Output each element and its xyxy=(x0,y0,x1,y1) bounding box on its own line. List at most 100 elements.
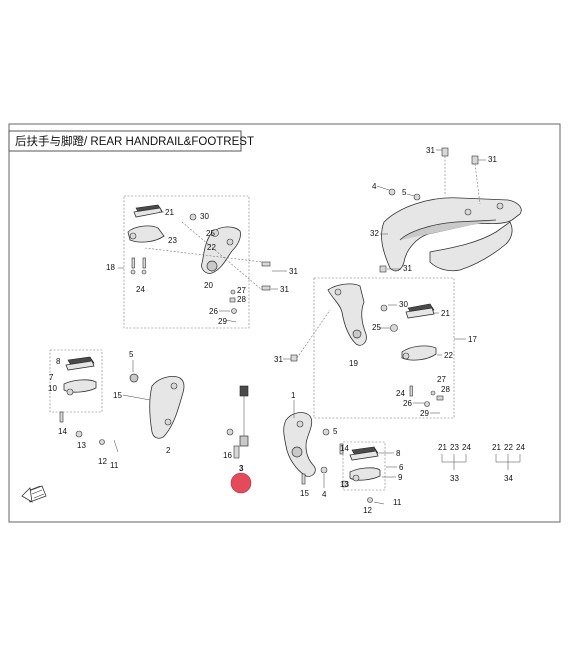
callout-1: 1 xyxy=(291,391,296,400)
callout-21-right: 21 xyxy=(441,309,450,318)
mount-line-right xyxy=(296,309,331,359)
footrest-arm-23 xyxy=(127,225,165,243)
mount-line-left-2 xyxy=(181,221,263,291)
bolt-31-top-2 xyxy=(471,155,479,165)
nut-4-center xyxy=(320,466,328,474)
callout-4-center: 4 xyxy=(322,490,327,499)
footrest-bracket-1 xyxy=(283,412,316,477)
bushing-30-right xyxy=(380,304,388,312)
callout-17: 17 xyxy=(468,335,477,344)
callout-31-e: 31 xyxy=(403,264,412,273)
callout-31-d: 31 xyxy=(488,155,497,164)
callout-14-left: 14 xyxy=(58,427,67,436)
callout-2: 2 xyxy=(166,446,171,455)
callout-31-a: 31 xyxy=(289,267,298,276)
bolt-5-left xyxy=(129,373,139,383)
callout-25: 25 xyxy=(206,229,215,238)
footrest-pad-21 xyxy=(133,204,163,218)
callout-8-left: 8 xyxy=(56,357,61,366)
kit-33-number: 33 xyxy=(450,474,459,483)
callout-32: 32 xyxy=(370,229,379,238)
callout-28: 28 xyxy=(237,295,246,304)
bolt-31-left xyxy=(261,261,271,291)
callout-12-left: 12 xyxy=(98,457,107,466)
footrest-arm-7-left xyxy=(63,379,97,396)
callout-24-right: 24 xyxy=(396,389,405,398)
kit-34-item-3: 24 xyxy=(516,443,525,452)
small-parts-right xyxy=(409,385,444,407)
footrest-bracket-19 xyxy=(327,283,367,346)
kit-34: 21 22 24 34 xyxy=(492,443,525,483)
group-box-right xyxy=(313,277,455,419)
callout-27-right: 27 xyxy=(437,375,446,384)
nut-5-center xyxy=(322,428,330,436)
callout-3: 3 xyxy=(239,464,244,473)
group-box-bottom-right xyxy=(342,441,386,491)
mount-line-top-2 xyxy=(474,163,481,205)
kit-34-item-1: 21 xyxy=(492,443,501,452)
callout-14-right: 14 xyxy=(340,444,349,453)
callout-13-right: 13 xyxy=(340,480,349,489)
diagram-frame xyxy=(8,123,561,523)
group-box-left xyxy=(123,195,250,329)
callout-7: 7 xyxy=(49,373,54,382)
callout-18: 18 xyxy=(106,263,115,272)
clip-29 xyxy=(225,319,237,323)
pin-27 xyxy=(230,289,236,295)
callout-5-top: 5 xyxy=(402,188,407,197)
kit-34-number: 34 xyxy=(504,474,513,483)
callout-11-left: 11 xyxy=(110,461,119,470)
callout-20: 20 xyxy=(204,281,213,290)
callout-8-right: 8 xyxy=(396,449,401,458)
callout-23: 23 xyxy=(168,236,177,245)
bolt-31-right xyxy=(290,354,298,362)
callout-10: 10 xyxy=(48,384,57,393)
kit-33-item-3: 24 xyxy=(462,443,471,452)
washer-25 xyxy=(211,229,219,237)
highlight-marker-part-3[interactable] xyxy=(230,472,252,494)
callout-31-b: 31 xyxy=(280,285,289,294)
callout-30-right: 30 xyxy=(399,300,408,309)
footrest-pad-21-right xyxy=(405,303,435,319)
callout-22-right: 22 xyxy=(444,351,453,360)
kit-33-item-1: 21 xyxy=(438,443,447,452)
callout-27: 27 xyxy=(237,286,246,295)
footrest-pad-8-left xyxy=(65,356,95,371)
bolt-15-center xyxy=(301,473,306,485)
bolt-31-top xyxy=(441,147,449,157)
callout-12-right: 12 xyxy=(363,506,372,515)
washer-25-right xyxy=(390,324,398,332)
callout-13-left: 13 xyxy=(77,441,86,450)
callout-5-center: 5 xyxy=(333,427,338,436)
bolt-31-mid xyxy=(379,265,387,273)
callout-28-right: 28 xyxy=(441,385,450,394)
mount-line-left xyxy=(144,247,263,263)
shift-linkage xyxy=(239,385,249,447)
callout-9: 9 xyxy=(398,473,403,482)
callout-31-right: 31 xyxy=(274,355,283,364)
footrest-bracket-2 xyxy=(149,376,185,439)
callout-24: 24 xyxy=(136,285,145,294)
callout-5-left: 5 xyxy=(129,350,134,359)
kit-33: 21 23 24 33 xyxy=(438,443,471,483)
callout-25-right: 25 xyxy=(372,323,381,332)
callout-6: 6 xyxy=(399,463,404,472)
callout-26-right: 26 xyxy=(403,399,412,408)
rear-handrail-32 xyxy=(381,188,522,272)
diagram-title: 后扶手与脚蹬/ REAR HANDRAIL&FOOTREST xyxy=(15,134,254,148)
callout-26: 26 xyxy=(209,307,218,316)
kit-34-item-2: 22 xyxy=(504,443,513,452)
front-direction-arrow-icon xyxy=(21,485,47,503)
bushing-30 xyxy=(189,213,197,221)
spring-24 xyxy=(130,257,147,275)
bolt-16 xyxy=(233,445,240,459)
callout-29-right: 29 xyxy=(420,409,429,418)
washer-4-center xyxy=(226,428,234,436)
callout-16: 16 xyxy=(223,451,232,460)
footrest-arm-6 xyxy=(349,467,381,482)
kit-33-item-2: 23 xyxy=(450,443,459,452)
callout-15-center: 15 xyxy=(300,489,309,498)
callout-30: 30 xyxy=(200,212,209,221)
callout-22-left: 22 xyxy=(207,243,216,252)
